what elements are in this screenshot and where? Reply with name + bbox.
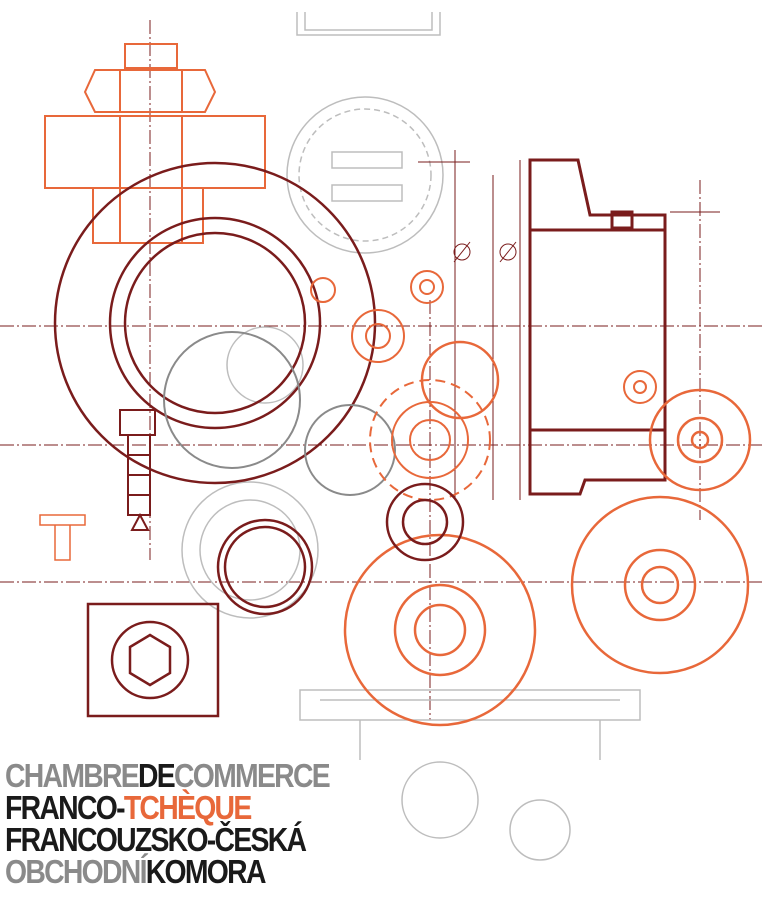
logo-word-komora: KOMORA: [145, 853, 267, 890]
logo-line-1: CHAMBREDECOMMERCE: [5, 757, 366, 794]
logo-word-chambre: CHAMBRE: [5, 757, 140, 794]
logo-word-tcheque: TCHÈQUE: [123, 789, 252, 826]
chamber-logo: CHAMBREDECOMMERCE FRANCO-TCHÈQUE FRANCOU…: [5, 757, 425, 890]
logo-word-commerce: COMMERCE: [174, 757, 331, 794]
logo-line-4: OBCHODNÍKOMORA: [5, 853, 366, 890]
logo-word-obchodni: OBCHODNÍ: [5, 853, 147, 890]
logo-word-franco: FRANCO-: [5, 789, 126, 826]
logo-word-de: DE: [138, 757, 176, 794]
logo-line-3: FRANCOUZSKO-ČESKÁ: [5, 821, 307, 858]
logo-line-2: FRANCO-TCHÈQUE: [5, 789, 366, 826]
